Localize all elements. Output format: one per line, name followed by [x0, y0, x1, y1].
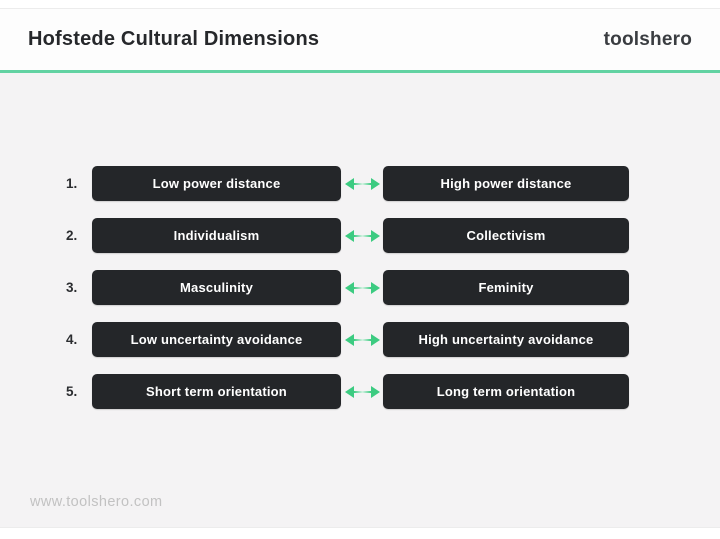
dimension-box-left: Short term orientation — [92, 374, 341, 409]
dimension-rows: 1. Low power distance High power distanc… — [0, 166, 720, 426]
page-title: Hofstede Cultural Dimensions — [28, 28, 320, 50]
dimension-box-right: Feminity — [383, 270, 629, 305]
arrow-shaft — [353, 338, 371, 341]
arrow-right-head-icon — [370, 385, 380, 398]
dimension-box-right: High uncertainty avoidance — [383, 322, 629, 357]
dimension-box-left: Low power distance — [92, 166, 341, 201]
dimension-row-2: 2. Individualism Collectivism — [0, 218, 720, 253]
arrow-right-head-icon — [370, 281, 380, 294]
dimension-box-right: High power distance — [383, 166, 629, 201]
double-arrow-icon — [341, 333, 383, 346]
arrow-right-head-icon — [370, 177, 380, 190]
dimension-box-left: Masculinity — [92, 270, 341, 305]
dimension-row-1: 1. Low power distance High power distanc… — [0, 166, 720, 201]
arrow-left-head-icon — [344, 385, 354, 398]
double-arrow-icon — [341, 281, 383, 294]
dimension-row-4: 4. Low uncertainty avoidance High uncert… — [0, 322, 720, 357]
row-number: 4. — [66, 332, 78, 347]
arrow-left-head-icon — [344, 333, 354, 346]
dimension-box-left: Individualism — [92, 218, 341, 253]
double-arrow-icon — [341, 385, 383, 398]
dimension-row-5: 5. Short term orientation Long term orie… — [0, 374, 720, 409]
arrow-shaft — [353, 286, 371, 289]
row-number: 5. — [66, 384, 78, 399]
arrow-right-head-icon — [370, 229, 380, 242]
dimension-box-left: Low uncertainty avoidance — [92, 322, 341, 357]
double-arrow-icon — [341, 177, 383, 190]
dimension-box-right: Long term orientation — [383, 374, 629, 409]
row-number: 2. — [66, 228, 78, 243]
footer-url: www.toolshero.com — [30, 494, 163, 510]
arrow-shaft — [353, 390, 371, 393]
arrow-shaft — [353, 182, 371, 185]
double-arrow-icon — [341, 229, 383, 242]
infographic-card: Hofstede Cultural Dimensions toolshero 1… — [0, 8, 720, 528]
row-number: 3. — [66, 280, 78, 295]
arrow-left-head-icon — [344, 229, 354, 242]
diagram-body: 1. Low power distance High power distanc… — [0, 73, 720, 526]
header: Hofstede Cultural Dimensions toolshero — [0, 9, 720, 73]
dimension-box-right: Collectivism — [383, 218, 629, 253]
dimension-row-3: 3. Masculinity Feminity — [0, 270, 720, 305]
arrow-right-head-icon — [370, 333, 380, 346]
row-number: 1. — [66, 176, 78, 191]
arrow-shaft — [353, 234, 371, 237]
arrow-left-head-icon — [344, 281, 354, 294]
brand-logo: toolshero — [603, 28, 692, 50]
arrow-left-head-icon — [344, 177, 354, 190]
